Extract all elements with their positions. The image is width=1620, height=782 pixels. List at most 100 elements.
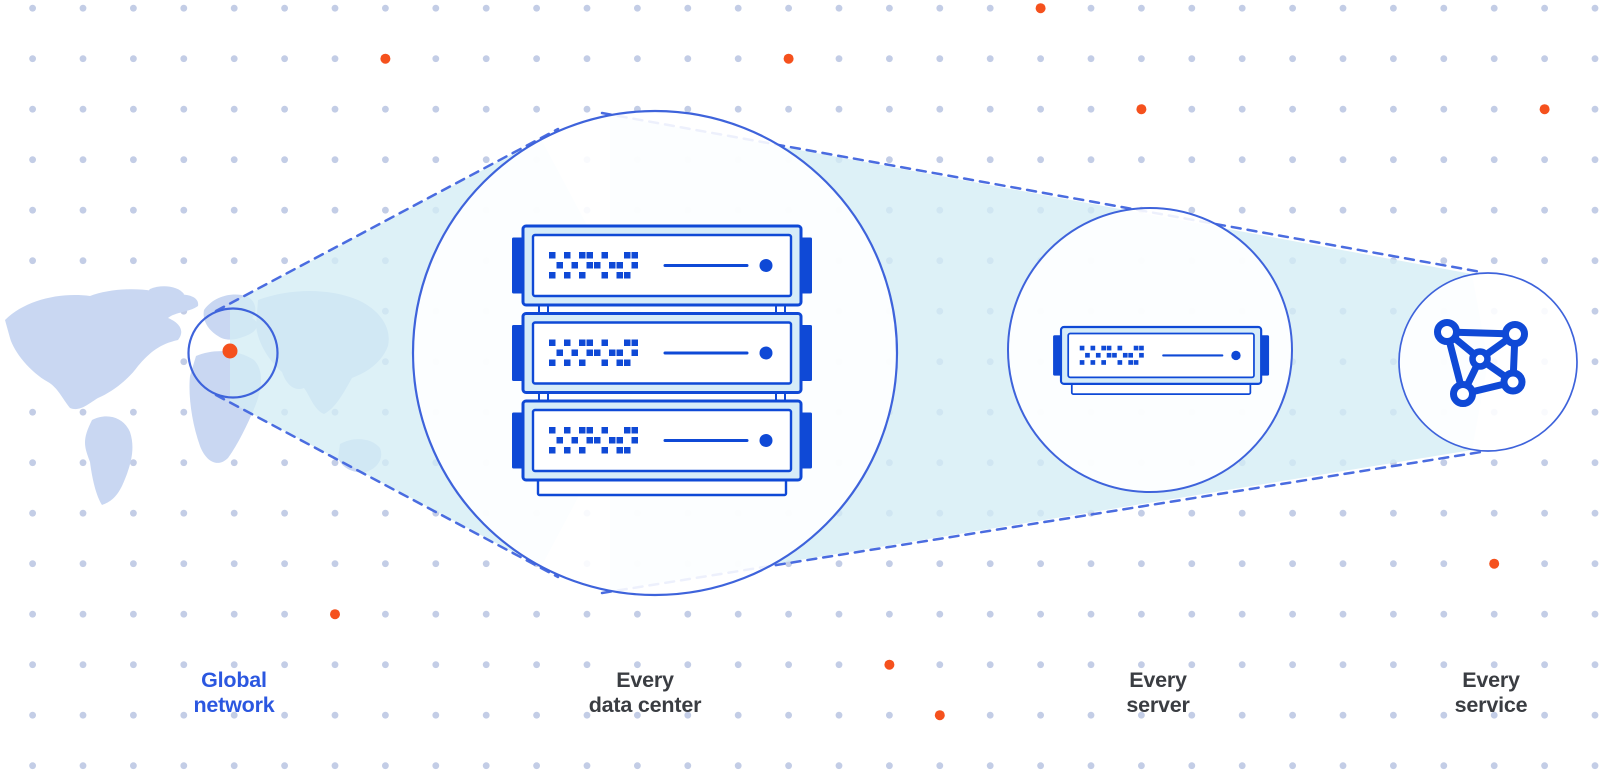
grid-dot (130, 509, 137, 517)
grid-dot (1289, 4, 1296, 12)
grid-dot (482, 156, 490, 164)
grid-dot (1238, 560, 1246, 568)
grid-dot (835, 762, 843, 770)
grid-dot (1339, 711, 1347, 719)
grid-dot (835, 4, 843, 12)
grid-dot (1138, 560, 1145, 568)
grid-dot (1037, 661, 1044, 669)
grid-dot (1238, 711, 1246, 719)
grid-dot (331, 459, 339, 467)
grid-dot (1440, 105, 1448, 113)
grid-dot (331, 509, 339, 517)
grid-dot (1440, 509, 1448, 517)
grid-dot (1138, 762, 1145, 770)
grid-dot (583, 105, 591, 113)
label-line: Global (201, 668, 267, 692)
grid-dot (1591, 358, 1599, 366)
grid-dot (331, 55, 339, 63)
grid-dot (281, 4, 288, 12)
grid-dot (29, 762, 36, 770)
grid-dot (684, 711, 692, 719)
grid-dot (1138, 661, 1145, 669)
grid-dot (1541, 711, 1548, 719)
grid-dot (734, 711, 742, 719)
grid-dot (1238, 206, 1246, 214)
grid-dot (130, 105, 137, 113)
grid-dot (1289, 509, 1296, 517)
grid-dot (230, 711, 238, 719)
grid-dot (1037, 711, 1044, 719)
grid-dot (1541, 661, 1548, 669)
grid-dot (986, 661, 994, 669)
grid-dot (382, 105, 389, 113)
grid-dot (1238, 661, 1246, 669)
grid-dot (1490, 711, 1498, 719)
grid-dot (281, 257, 288, 265)
grid-dot (1440, 257, 1448, 265)
grid-dot (29, 206, 36, 214)
grid-dot (1238, 762, 1246, 770)
grid-dot (1440, 661, 1448, 669)
grid-dot (1339, 661, 1347, 669)
grid-dot (1440, 762, 1448, 770)
grid-dot (1087, 156, 1095, 164)
grid-dot (1591, 408, 1599, 416)
grid-dot (986, 55, 994, 63)
grid-dot (1188, 610, 1196, 618)
grid-dot (1541, 55, 1548, 63)
grid-dot (180, 459, 188, 467)
grid-dot (734, 55, 742, 63)
grid-dot (1591, 156, 1599, 164)
grid-dot (382, 661, 389, 669)
server-indicator-dot (759, 259, 773, 272)
grid-dot (281, 459, 288, 467)
mesh-node (1469, 348, 1491, 370)
server-indicator-dot (1231, 350, 1241, 361)
grid-dot (29, 55, 36, 63)
grid-dot (1087, 661, 1095, 669)
grid-dot (230, 509, 238, 517)
grid-dot (230, 156, 238, 164)
grid-dot (986, 156, 994, 164)
grid-dot (281, 55, 288, 63)
grid-dot (230, 257, 238, 265)
grid-dot (230, 762, 238, 770)
grid-dot (1490, 55, 1498, 63)
grid-dot (482, 105, 490, 113)
accent-dot (330, 609, 340, 620)
grid-dot (835, 610, 843, 618)
grid-dot (634, 4, 641, 12)
grid-dot (1490, 257, 1498, 265)
grid-dot (1037, 105, 1044, 113)
grid-dot (130, 711, 137, 719)
grid-dot (382, 762, 389, 770)
grid-dot (130, 459, 137, 467)
grid-dot (583, 55, 591, 63)
grid-dot (432, 661, 440, 669)
grid-dot (79, 408, 87, 416)
accent-dot (783, 53, 794, 64)
grid-dot (986, 610, 994, 618)
grid-dot (533, 610, 540, 618)
server-side-tab (512, 412, 524, 469)
grid-dot (684, 105, 692, 113)
grid-dot (432, 560, 440, 568)
dashed-line-bottom-left (214, 393, 560, 579)
grid-dot (79, 156, 87, 164)
grid-dot (130, 206, 137, 214)
grid-dot (130, 661, 137, 669)
grid-dot (1289, 105, 1296, 113)
grid-dot (1390, 156, 1397, 164)
server-side-tab (800, 325, 812, 381)
grid-dot (79, 206, 87, 214)
grid-dot (180, 560, 188, 568)
grid-dot (936, 762, 944, 770)
grid-dot (1289, 156, 1296, 164)
grid-dot (1541, 4, 1548, 12)
grid-dot (1238, 55, 1246, 63)
grid-dot (79, 610, 87, 618)
data-center-rack (512, 224, 812, 497)
grid-dot (1339, 560, 1347, 568)
grid-dot (180, 156, 188, 164)
server-face-panel (531, 321, 793, 385)
